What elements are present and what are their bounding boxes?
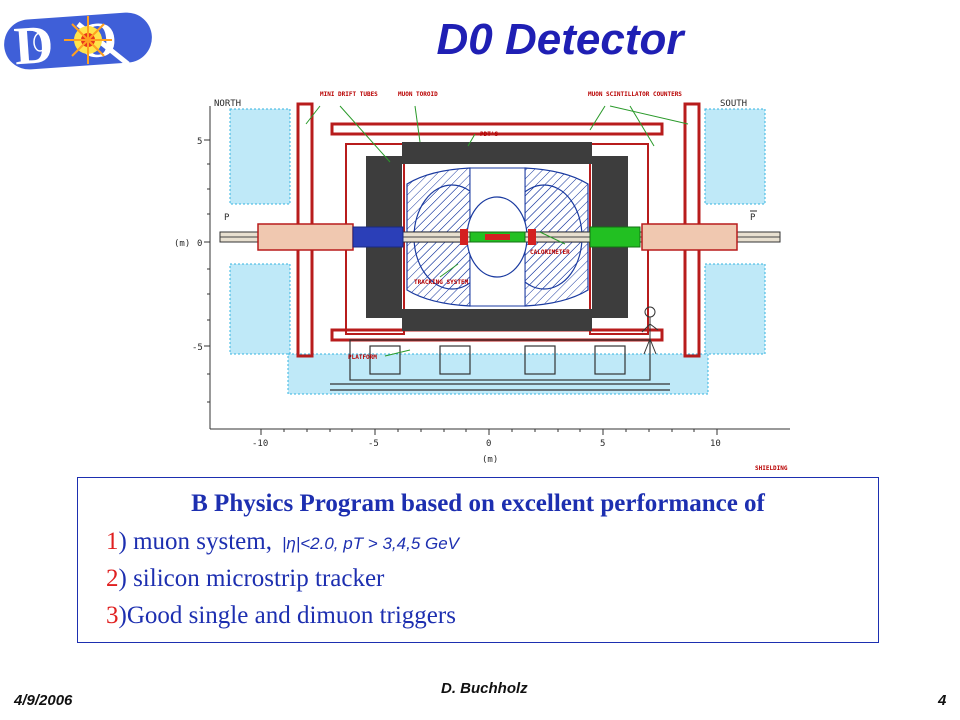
d0-logo-icon: D O (4, 10, 152, 76)
item-text: )Good single and dimuon triggers (118, 602, 456, 629)
y-tick-5: 5 (197, 137, 202, 147)
label-pdts: PDT'S (480, 131, 498, 138)
y-axis-unit: (m) (174, 239, 190, 249)
label-p: P (224, 213, 230, 223)
footer-date: 4/9/2006 (14, 692, 73, 709)
x-axis-unit: (m) (482, 455, 498, 465)
item-number: 2 (106, 565, 119, 592)
drawing-stamp: SHIELDING (755, 465, 788, 472)
x-tick-0: 0 (486, 439, 491, 449)
label-mini-drift-tubes: MINI DRIFT TUBES (320, 91, 378, 98)
eta-pt-note: |η|<2.0, pT > 3,4,5 GeV (281, 534, 460, 553)
y-tick-minus5: -5 (192, 343, 203, 353)
info-heading: B Physics Program based on excellent per… (191, 490, 765, 517)
label-muon-scintillator: MUON SCINTILLATOR COUNTERS (588, 91, 682, 98)
x-tick-5: 5 (600, 439, 605, 449)
label-muon-toroid: MUON TOROID (398, 91, 438, 98)
label-calorimeter: CALORIMETER (530, 249, 570, 256)
label-platform: PLATFORM (348, 354, 377, 361)
label-north: NORTH (214, 99, 241, 109)
b-physics-box: B Physics Program based on excellent per… (77, 477, 879, 643)
label-pbar: P (750, 213, 756, 223)
x-tick-10: 10 (710, 439, 721, 449)
info-item-2: 2) silicon microstrip tracker (106, 565, 384, 593)
x-tick-minus5: -5 (368, 439, 379, 449)
footer-page-number: 4 (938, 692, 947, 709)
label-tracking-system: TRACKING SYSTEM (414, 279, 469, 286)
slide-title: D0 Detector (436, 15, 684, 64)
item-number: 3 (106, 602, 119, 629)
footer-author: D. Buchholz (441, 680, 528, 697)
info-item-3: 3)Good single and dimuon triggers (106, 602, 456, 630)
label-south: SOUTH (720, 99, 747, 109)
y-tick-0: 0 (197, 239, 202, 249)
item-number: 1 (106, 528, 119, 555)
item-text: ) muon system, (118, 528, 272, 555)
item-text: ) silicon microstrip tracker (118, 565, 385, 592)
info-item-1: 1) muon system, |η|<2.0, pT > 3,4,5 GeV (106, 528, 459, 556)
d0-detector-diagram: MINI DRIFT TUBES MUON TOROID MUON SCINTI… (174, 91, 790, 472)
x-tick-minus10: -10 (252, 439, 268, 449)
